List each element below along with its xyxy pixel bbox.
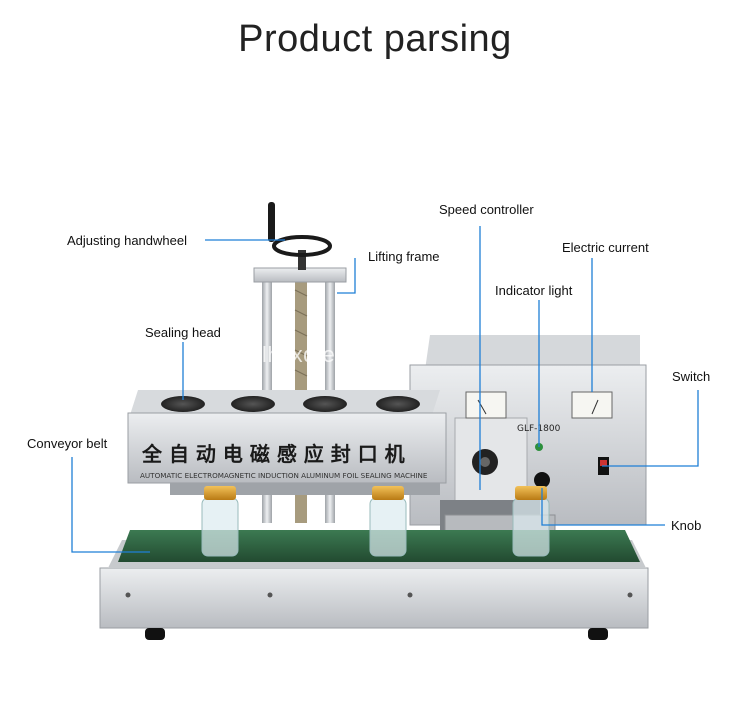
cooling-fans [161, 396, 420, 412]
callout-sealing-head: Sealing head [145, 325, 221, 340]
watermark: lhsxd.en.com [262, 342, 398, 367]
callout-lifting-frame: Lifting frame [368, 249, 440, 264]
sealing-head: 全 自 动 电 磁 感 应 封 口 机 AUTOMATIC ELECTROMAG… [127, 390, 447, 495]
callout-switch: Switch [672, 369, 711, 384]
adjusting-handwheel [268, 202, 332, 270]
bottle-1 [201, 486, 239, 557]
page-title: Product parsing [238, 18, 512, 60]
callout-conveyor-belt: Conveyor belt [27, 436, 108, 451]
callout-adjusting-handwheel: Adjusting handwheel [67, 233, 187, 248]
power-knob [534, 472, 550, 488]
callout-lines [71, 226, 699, 553]
conveyor-base [99, 530, 649, 640]
current-meter [571, 391, 613, 419]
bottle-2 [369, 486, 407, 557]
machine-name-en: AUTOMATIC ELECTROMAGNETIC INDUCTION ALUM… [140, 471, 428, 480]
callout-electric-current: Electric current [562, 240, 649, 255]
callout-knob: Knob [671, 518, 702, 533]
callout-speed-controller: Speed controller [439, 202, 534, 217]
bottle-3 [512, 486, 550, 557]
machine-name-cn: 全 自 动 电 磁 感 应 封 口 机 [141, 442, 405, 466]
speed-meter [465, 391, 507, 419]
callout-indicator-light: Indicator light [495, 283, 573, 298]
